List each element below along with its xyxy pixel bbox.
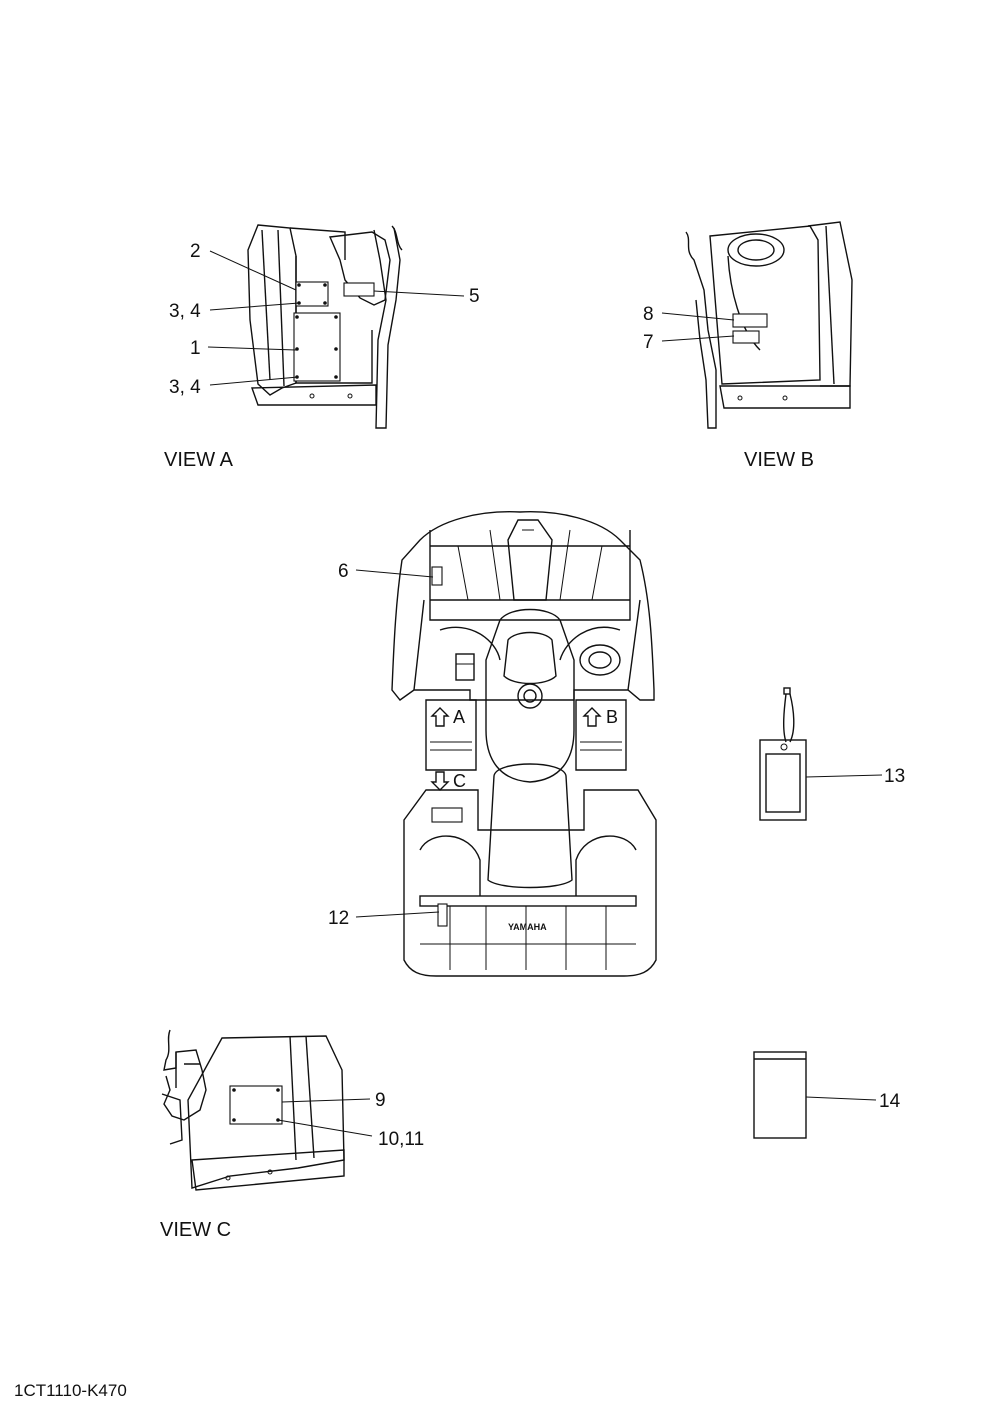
view-b-drawing (661, 221, 853, 429)
arrow-c-label: C (453, 771, 466, 791)
hang-tag-drawing (759, 687, 883, 821)
view-c-callout-10-11: 10,11 (378, 1129, 424, 1150)
view-b-callout-8: 8 (643, 304, 654, 325)
item-13-callout: 13 (884, 766, 905, 787)
brand-mark: YAMAHA (508, 922, 547, 932)
view-a-label: VIEW A (164, 449, 234, 471)
item-14-callout: 14 (879, 1091, 901, 1112)
view-c-label: VIEW C (160, 1219, 231, 1241)
view-b-callout-7: 7 (643, 332, 654, 353)
view-b-label: VIEW B (744, 449, 814, 471)
booklet-drawing (753, 1051, 877, 1139)
arrow-b-label: B (606, 707, 618, 727)
view-a-callout-3-4-lower: 3, 4 (169, 377, 201, 398)
view-c-drawing (161, 1029, 373, 1191)
arrow-a-label: A (453, 707, 465, 727)
diagram-code: 1CT1110-K470 (14, 1381, 127, 1400)
view-a-callout-1: 1 (190, 338, 201, 359)
view-a-callout-5: 5 (469, 286, 480, 307)
top-view-drawing (355, 511, 657, 977)
view-a-callout-2: 2 (190, 241, 201, 262)
view-a-callout-3-4-upper: 3, 4 (169, 301, 201, 322)
view-a-drawing (207, 224, 465, 429)
top-view-callout-12: 12 (328, 908, 349, 929)
top-view-callout-6: 6 (338, 561, 349, 582)
view-c-callout-9: 9 (375, 1090, 386, 1111)
